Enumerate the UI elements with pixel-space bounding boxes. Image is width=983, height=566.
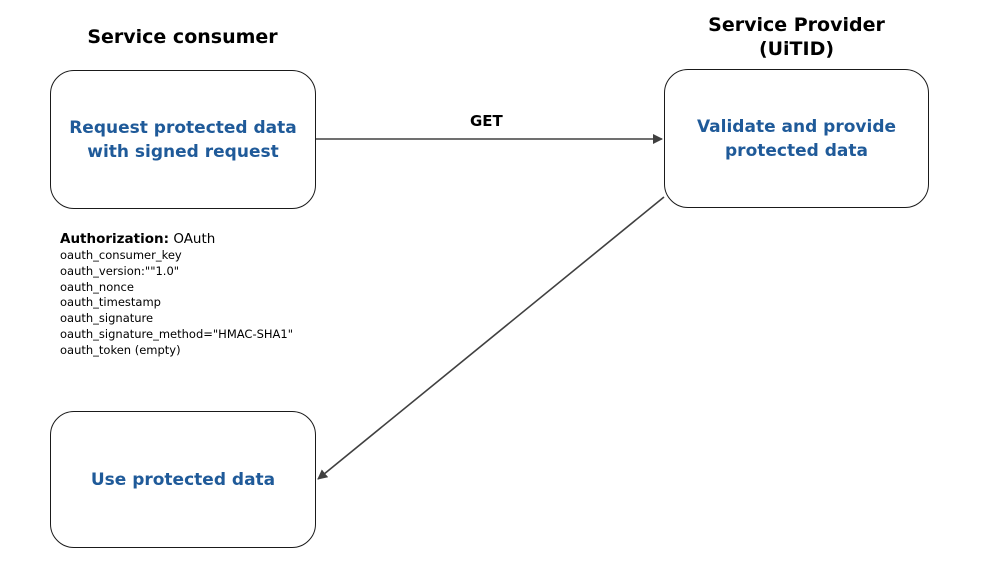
authorization-label: Authorization: xyxy=(60,231,170,247)
response-arrow xyxy=(317,196,665,480)
oauth-param: oauth_signature xyxy=(60,311,154,326)
use-node-label-line1: Use protected data xyxy=(90,469,276,490)
oauth-param: oauth_consumer_key xyxy=(60,248,182,262)
request-protected-data-node: Request protected data with signed reque… xyxy=(50,70,316,209)
oauth-param: oauth_nonce xyxy=(60,279,134,294)
oauth-param: oauth_timestamp xyxy=(60,295,161,310)
validate-node-label: Validate and provide protected data xyxy=(683,115,910,163)
oauth-param: oauth_signature_method="HMAC-SHA1" xyxy=(60,326,294,341)
authorization-parameters: Authorization: OAuth oauth_consumer_key … xyxy=(60,231,293,359)
use-protected-data-node: Use protected data xyxy=(50,411,316,548)
authorization-value: OAuth xyxy=(173,231,216,247)
service-provider-heading: Service Provider (UiTID) xyxy=(665,13,928,61)
request-node-label-line1: Request protected data xyxy=(69,117,297,138)
oauth-param: oauth_token (empty) xyxy=(60,342,181,357)
request-node-label: Request protected data with signed reque… xyxy=(55,116,311,164)
get-edge-label: GET xyxy=(470,112,503,130)
service-provider-heading-line2: (UiTID) xyxy=(758,38,835,60)
service-provider-heading-line1: Service Provider xyxy=(708,14,885,36)
use-node-label: Use protected data xyxy=(77,468,289,492)
validate-node-label-line1: Validate and provide xyxy=(696,116,897,137)
authorization-header-line: Authorization: OAuth xyxy=(60,231,293,248)
service-consumer-heading: Service consumer xyxy=(87,26,278,48)
validate-node-label-line2: protected data xyxy=(725,140,868,161)
request-node-label-line2: with signed request xyxy=(87,141,279,162)
oauth-param: oauth_version:""1.0" xyxy=(60,263,180,278)
validate-provide-node: Validate and provide protected data xyxy=(664,69,929,208)
